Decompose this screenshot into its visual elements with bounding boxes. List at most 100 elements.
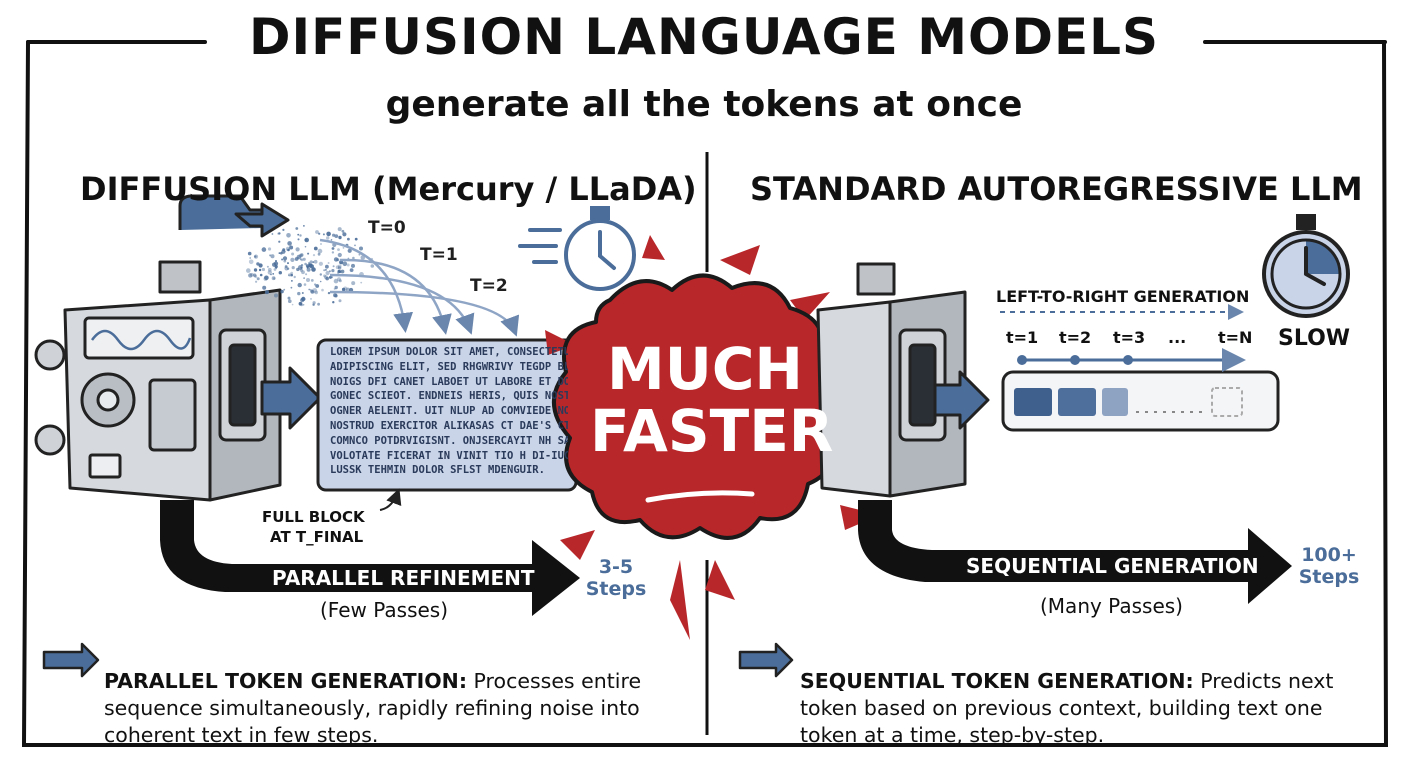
noise-particle bbox=[303, 277, 305, 279]
block-label: AT T_FINAL bbox=[270, 528, 364, 546]
noise-particle bbox=[331, 269, 335, 273]
text-block-line: LOREM IPSUM DOLOR SIT AMET, CONSECTETUR bbox=[330, 346, 568, 358]
noise-particle bbox=[360, 281, 363, 284]
noise-particle bbox=[323, 274, 327, 278]
noise-particle bbox=[278, 232, 281, 235]
noise-particle bbox=[304, 237, 310, 243]
noise-particle bbox=[275, 260, 277, 262]
noise-particle bbox=[278, 252, 281, 255]
noise-particle bbox=[290, 273, 294, 277]
steps-count-right: 100+ Steps bbox=[1294, 544, 1364, 588]
noise-particle bbox=[256, 277, 260, 281]
noise-particle bbox=[256, 262, 260, 266]
noise-particle bbox=[354, 244, 356, 247]
noise-particle bbox=[315, 284, 320, 288]
noise-particle bbox=[320, 243, 322, 245]
noise-particle bbox=[280, 289, 284, 294]
noise-particle bbox=[254, 255, 257, 258]
noise-particle bbox=[305, 273, 308, 276]
sequential-generation-ribbon bbox=[858, 500, 1292, 604]
noise-particle bbox=[253, 273, 257, 277]
noise-particle bbox=[282, 248, 286, 252]
noise-particle bbox=[370, 264, 375, 268]
noise-particle bbox=[319, 273, 322, 276]
bullet-arrow-icon bbox=[42, 642, 100, 678]
block-label: FULL BLOCK bbox=[262, 508, 365, 526]
token-block-pending bbox=[1211, 387, 1243, 417]
noise-particle bbox=[312, 261, 315, 263]
timeline-dots bbox=[1017, 355, 1133, 365]
noise-particle bbox=[285, 246, 290, 251]
noise-particle bbox=[271, 276, 276, 281]
noise-particle bbox=[338, 235, 342, 240]
text-block-line: VOLOTATE FICERAT IN VINIT TIO H DI-IUCIS… bbox=[330, 449, 568, 462]
noise-particle bbox=[313, 259, 318, 264]
noise-particle bbox=[253, 268, 258, 272]
noise-particle bbox=[299, 234, 302, 237]
noise-particle bbox=[333, 293, 338, 298]
noise-particle bbox=[341, 229, 345, 233]
noise-particle bbox=[321, 288, 324, 292]
noise-particle bbox=[337, 266, 342, 270]
noise-particle bbox=[328, 270, 331, 273]
noise-particle bbox=[337, 269, 341, 273]
steps-unit: Steps bbox=[1298, 566, 1360, 588]
bullet-arrow-icon bbox=[738, 642, 794, 678]
timeline-label: t=N bbox=[1218, 328, 1253, 347]
noise-particle bbox=[284, 250, 286, 253]
noise-particle bbox=[288, 299, 292, 304]
noise-particle bbox=[288, 273, 292, 277]
noise-particle bbox=[331, 251, 335, 254]
noise-particle bbox=[248, 259, 254, 265]
noise-particle bbox=[327, 291, 331, 295]
timestep-label: T=0 bbox=[368, 218, 406, 238]
autoregressive-heading: STANDARD AUTOREGRESSIVE LLM bbox=[750, 170, 1363, 208]
noise-particle bbox=[288, 274, 290, 277]
noise-particle bbox=[310, 279, 314, 282]
noise-particle bbox=[248, 273, 253, 278]
noise-particle bbox=[277, 232, 280, 235]
noise-particle bbox=[290, 286, 293, 289]
noise-particle bbox=[301, 292, 304, 294]
steps-count-left: 3-5 Steps bbox=[580, 556, 652, 600]
noise-particle bbox=[262, 285, 267, 290]
noise-particle bbox=[322, 233, 325, 236]
text-block-line: ADIPISCING ELIT, SED RHGWRIVY TEGDP BLOI… bbox=[330, 360, 568, 373]
text-block-line: OGNER AELENIT. UIT NLUP AD COMVIEDE NON bbox=[330, 405, 568, 418]
noise-particle bbox=[274, 265, 278, 269]
description-body: Processes entire sequence simultaneously… bbox=[104, 668, 642, 747]
noise-particle bbox=[270, 273, 272, 276]
noise-particle bbox=[317, 252, 321, 256]
noise-particle bbox=[328, 275, 332, 279]
much-faster-text: MUCH FASTER bbox=[590, 338, 833, 462]
noise-particle bbox=[347, 248, 352, 253]
noise-particle bbox=[278, 240, 281, 243]
noise-particle bbox=[351, 263, 355, 268]
noise-particle bbox=[267, 267, 272, 272]
noise-particle bbox=[266, 265, 269, 268]
slow-stopwatch-icon bbox=[1262, 214, 1350, 318]
noise-particle bbox=[342, 232, 347, 237]
noise-particle bbox=[300, 266, 303, 269]
noise-particle bbox=[325, 264, 329, 269]
noise-particle bbox=[334, 234, 339, 239]
autoregressive-description: SEQUENTIAL TOKEN GENERATION: Predicts ne… bbox=[800, 668, 1370, 749]
noise-particle bbox=[323, 269, 326, 272]
noise-particle bbox=[341, 287, 346, 292]
noise-particle bbox=[318, 232, 321, 235]
steps-number: 100+ bbox=[1301, 544, 1357, 566]
noise-particle bbox=[283, 288, 286, 291]
noise-particle bbox=[337, 227, 342, 232]
noise-particle bbox=[300, 303, 304, 307]
noise-particle bbox=[333, 278, 339, 284]
denoising-arrows bbox=[319, 238, 520, 337]
text-block-line: COMNCO POTDRVIGISNT. ONJSERCAYIT NH SANO bbox=[330, 434, 568, 447]
noise-particle bbox=[261, 267, 265, 272]
timeline-label: t=3 bbox=[1113, 328, 1146, 347]
noise-particle bbox=[282, 228, 285, 231]
noise-particle bbox=[358, 253, 361, 256]
noise-particle bbox=[315, 230, 319, 234]
text-block-content: LOREM IPSUM DOLOR SIT AMET, CONSECTETUR … bbox=[330, 345, 568, 478]
noise-particle bbox=[338, 279, 342, 283]
